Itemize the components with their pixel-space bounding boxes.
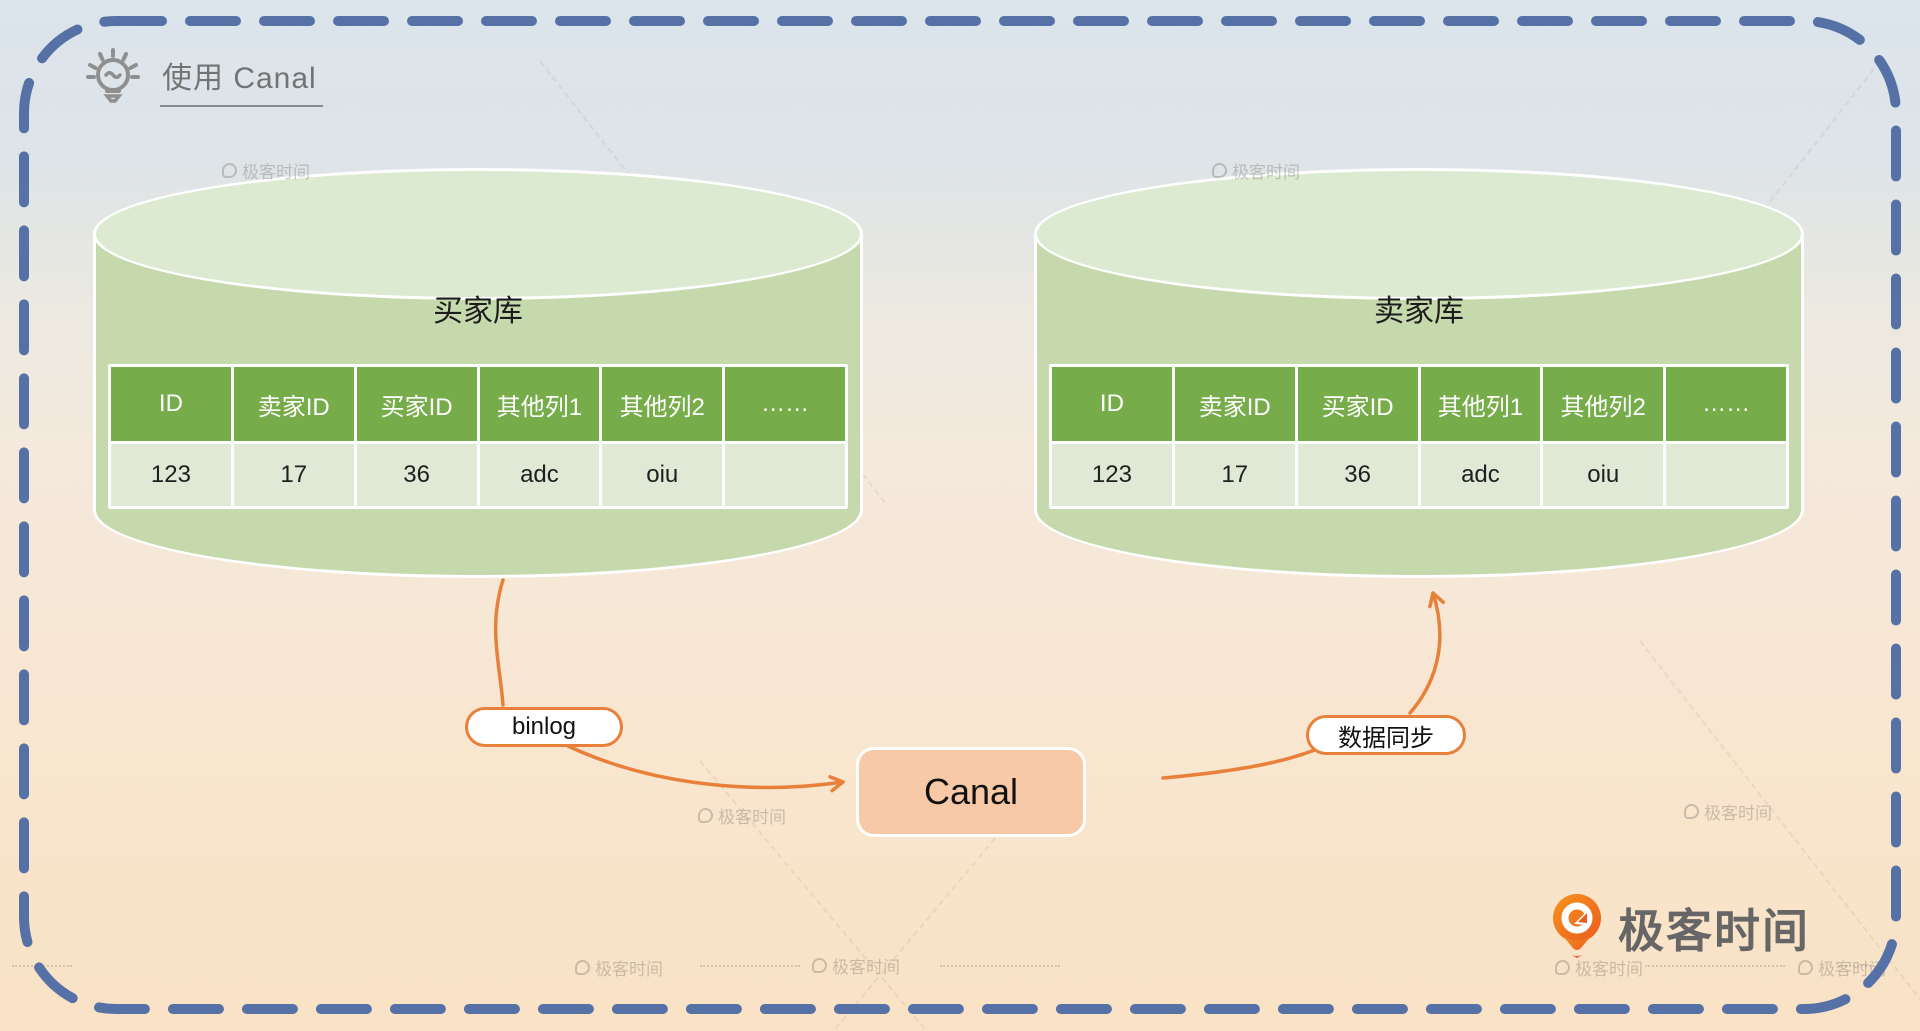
- table-cell: 36: [356, 444, 477, 506]
- table-cell: 17: [1174, 444, 1295, 506]
- watermark: 极客时间: [1212, 158, 1300, 183]
- watermark: 极客时间: [575, 955, 663, 980]
- watermark: 极客时间: [222, 158, 310, 183]
- table-cell: 123: [1052, 444, 1172, 506]
- watermark-pin-icon: [1684, 804, 1699, 819]
- data-sync-label: 数据同步: [1306, 715, 1466, 755]
- table-cell: adc: [1420, 444, 1541, 506]
- table-cell: 123: [111, 444, 231, 506]
- database-name: 买家库: [433, 295, 523, 328]
- column-header: 买家ID: [356, 367, 477, 441]
- watermark: 极客时间: [698, 803, 786, 828]
- geektime-logo: 极客时间: [1548, 892, 1810, 963]
- table-cell: [1666, 444, 1786, 506]
- watermark-pin-icon: [222, 163, 237, 178]
- watermark: 极客时间: [1798, 955, 1886, 980]
- column-header: 卖家ID: [233, 367, 354, 441]
- table-cell: oiu: [602, 444, 723, 506]
- table-cell: oiu: [1543, 444, 1664, 506]
- buyer-table: ID 卖家ID 买家ID 其他列1 其他列2 …… 123 17 36 adc …: [108, 364, 848, 509]
- column-header: ID: [111, 367, 231, 441]
- page-title: 使用 Canal: [160, 53, 323, 107]
- watermark-dotted-line: [1838, 965, 1874, 967]
- watermark-dotted-line: [12, 965, 72, 967]
- column-header: 其他列2: [602, 367, 723, 441]
- watermark-pin-icon: [575, 960, 590, 975]
- table-cell: adc: [479, 444, 600, 506]
- watermark-pin-icon: [698, 808, 713, 823]
- table-cell: 36: [1297, 444, 1418, 506]
- column-header: ……: [1666, 367, 1786, 441]
- cylinder-top: [1034, 168, 1804, 300]
- seller-table: ID 卖家ID 买家ID 其他列1 其他列2 …… 123 17 36 adc …: [1049, 364, 1789, 509]
- watermark-pin-icon: [812, 958, 827, 973]
- binlog-label: binlog: [465, 707, 623, 747]
- seller-database-cylinder: 卖家库 ID 卖家ID 买家ID 其他列1 其他列2 …… 123 17 36 …: [1034, 168, 1804, 578]
- column-header: 其他列2: [1543, 367, 1664, 441]
- database-name: 卖家库: [1374, 295, 1464, 328]
- column-header: ID: [1052, 367, 1172, 441]
- watermark: 极客时间: [1684, 799, 1772, 824]
- table-cell: [725, 444, 845, 506]
- watermark-dotted-line: [940, 965, 1060, 967]
- table-cell: 17: [233, 444, 354, 506]
- cylinder-top: [93, 168, 863, 300]
- lightbulb-icon: [80, 44, 146, 115]
- geektime-logo-text: 极客时间: [1618, 904, 1810, 957]
- buyer-database-cylinder: 买家库 ID 卖家ID 买家ID 其他列1 其他列2 …… 123 17 36 …: [93, 168, 863, 578]
- watermark-dotted-line: [700, 965, 800, 967]
- column-header: 买家ID: [1297, 367, 1418, 441]
- column-header: ……: [725, 367, 845, 441]
- watermark: 极客时间: [812, 953, 900, 978]
- column-header: 卖家ID: [1174, 367, 1295, 441]
- canal-node: Canal: [856, 747, 1086, 837]
- watermark-pin-icon: [1212, 163, 1227, 178]
- diagram-title: 使用 Canal: [80, 44, 323, 115]
- column-header: 其他列1: [479, 367, 600, 441]
- watermark-dotted-line: [1645, 965, 1785, 967]
- geektime-pin-icon: [1548, 892, 1606, 963]
- column-header: 其他列1: [1420, 367, 1541, 441]
